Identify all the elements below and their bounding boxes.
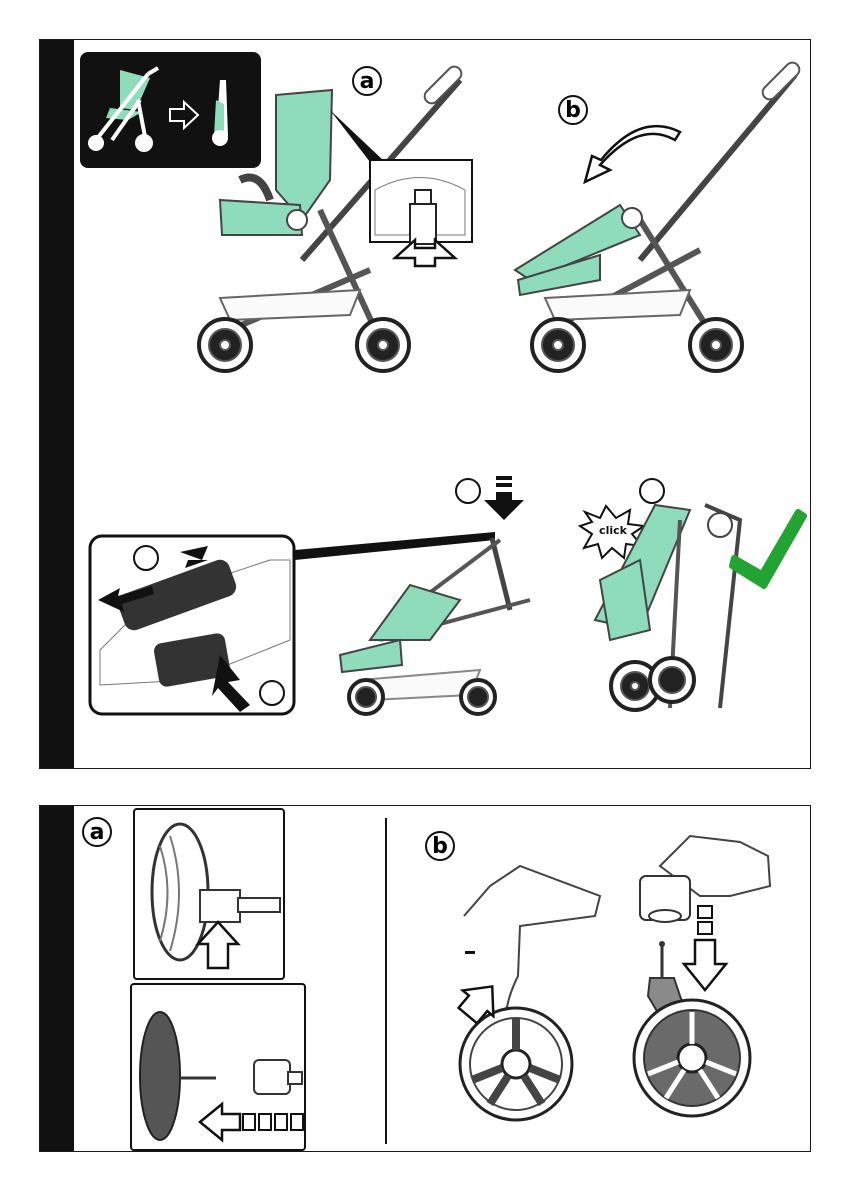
- zoom-callout-a: [330, 110, 472, 266]
- push-down-step: [456, 476, 524, 520]
- wheel-insert-icon: [134, 809, 284, 979]
- push-down-arrow-icon: [484, 492, 524, 520]
- fold-instructions-panel: a: [39, 39, 811, 769]
- front-wheel-detach-icon: [634, 836, 770, 1116]
- step-circle-fold: [640, 479, 664, 503]
- wheel-remove-icon: [131, 984, 305, 1150]
- step-b-label-top: b: [559, 96, 587, 124]
- wheel-instructions-panel: a b: [39, 805, 811, 1152]
- fold-overview-icon: [80, 52, 261, 168]
- step-b-label-bottom: b: [426, 832, 454, 860]
- step-a-label-top: a: [353, 67, 381, 95]
- svg-text:b: b: [565, 98, 581, 123]
- svg-text:a: a: [90, 820, 105, 845]
- step-a-label-bottom: a: [83, 818, 111, 846]
- check-icon: [732, 512, 804, 586]
- svg-text:a: a: [360, 69, 375, 94]
- stroller-reclined-b: [515, 60, 802, 371]
- svg-text:click: click: [599, 524, 628, 537]
- stroller-half-folded: [340, 538, 530, 714]
- rotate-backrest-arrow-icon: [585, 126, 680, 182]
- svg-text:b: b: [432, 834, 448, 859]
- front-wheel-attach-icon: [452, 866, 600, 1120]
